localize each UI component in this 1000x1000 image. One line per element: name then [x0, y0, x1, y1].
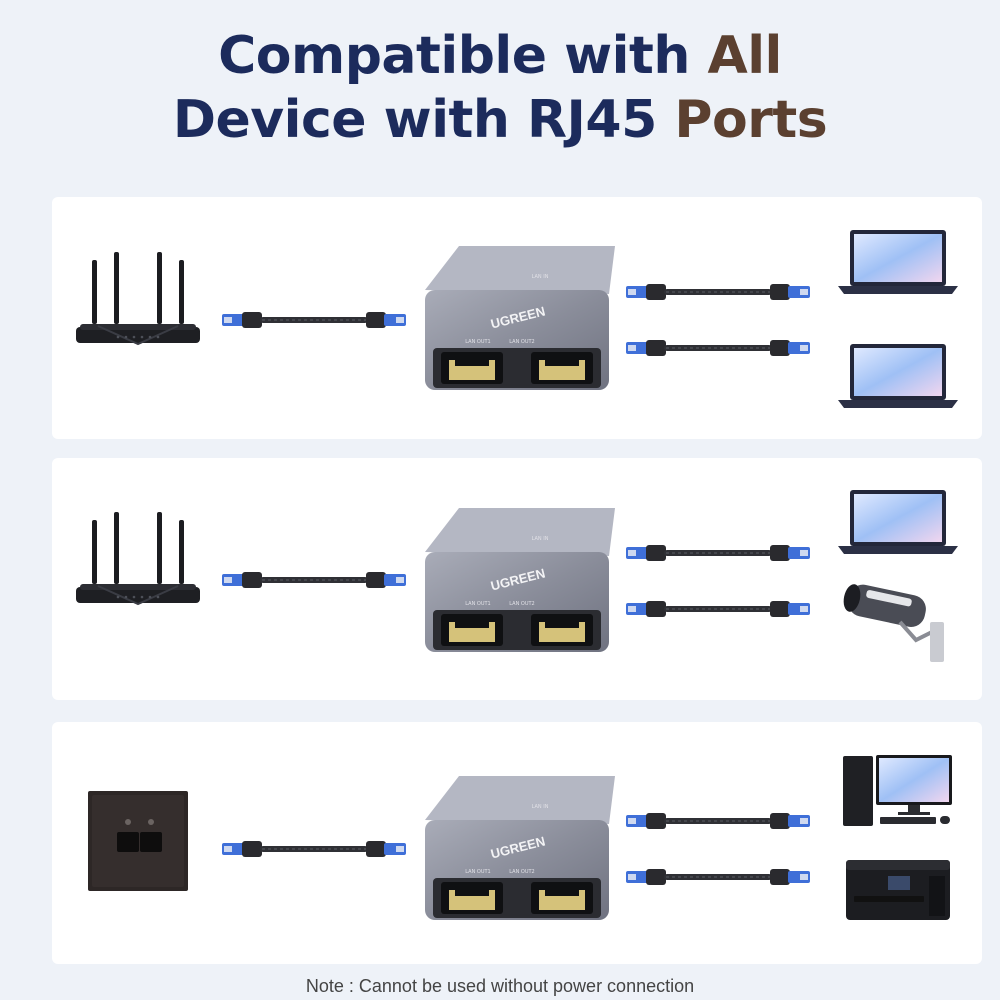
- wall-jack-icon: [88, 791, 188, 891]
- patch-cable-in: [221, 840, 407, 858]
- headline-line-1-main: Compatible with: [218, 26, 708, 86]
- patch-cable-out1: [625, 544, 811, 562]
- headline-line-1: Compatible with All: [0, 24, 1000, 88]
- power-note: Note : Cannot be used without power conn…: [305, 976, 695, 996]
- splitter-port-out1-label: LAN OUT1: [465, 869, 490, 875]
- patch-cable-in: [221, 311, 407, 329]
- splitter-port-out2-label: LAN OUT2: [509, 869, 534, 875]
- headline-line-1-accent: All: [707, 26, 782, 86]
- patch-cable-out2: [625, 868, 811, 886]
- splitter-port-out1-label: LAN OUT1: [465, 601, 490, 607]
- laptop-icon: [838, 230, 958, 294]
- headline-line-2-accent: Ports: [674, 90, 828, 150]
- splitter-port-out2-label: LAN OUT2: [509, 339, 534, 345]
- splitter-port-in-label: LAN IN: [532, 536, 549, 542]
- splitter-port-in-label: LAN IN: [532, 274, 549, 280]
- splitter-port-out1-label: LAN OUT1: [465, 339, 490, 345]
- laptop-icon: [838, 490, 958, 554]
- headline-line-2: Device with RJ45 Ports: [0, 88, 1000, 152]
- patch-cable-out1: [625, 283, 811, 301]
- headline-line-2-main: Device with RJ45: [172, 90, 675, 150]
- patch-cable-out2: [625, 339, 811, 357]
- router-icon: [75, 511, 201, 605]
- splitter-port-in-label: LAN IN: [532, 804, 549, 810]
- printer-icon: [846, 860, 950, 920]
- patch-cable-out1: [625, 812, 811, 830]
- patch-cable-out2: [625, 600, 811, 618]
- headline: Compatible with All Device with RJ45 Por…: [0, 24, 1000, 152]
- patch-cable-in: [221, 571, 407, 589]
- router-icon: [75, 251, 201, 345]
- security-camera-icon: [843, 584, 944, 662]
- splitter-port-out2-label: LAN OUT2: [509, 601, 534, 607]
- laptop-icon: [838, 344, 958, 408]
- desktop-pc-icon: [843, 755, 952, 826]
